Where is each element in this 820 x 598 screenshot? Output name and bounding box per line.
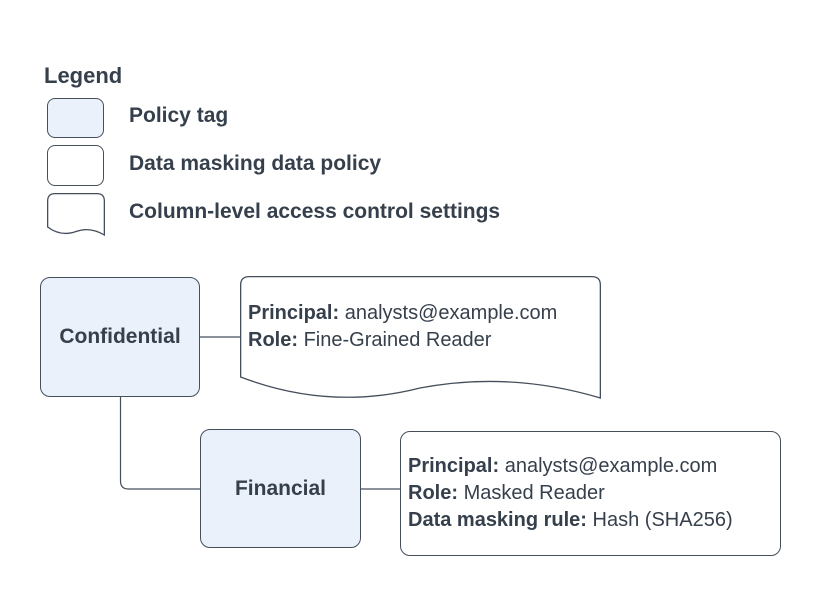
- masking-rule-line: Data masking rule:Hash (SHA256): [408, 509, 733, 531]
- node-label: Confidential: [59, 325, 181, 348]
- document-shape: [240, 276, 601, 399]
- node-policy-tag-confidential: Confidential: [40, 277, 200, 397]
- principal-line: Principal:analysts@example.com: [408, 455, 718, 477]
- connector-confidential-to-financial: [119, 397, 200, 490]
- principal-line: Principal:analysts@example.com: [248, 301, 558, 324]
- node-label: Financial: [234, 476, 327, 500]
- legend-title: Legend: [44, 63, 123, 88]
- legend-swatch-column-access-control: [47, 193, 105, 240]
- node-access-control-settings: Principal:analysts@example.com Role:Fine…: [240, 276, 601, 402]
- legend-swatch-data-masking-policy: [47, 145, 104, 186]
- role-line: Role:Masked Reader: [408, 482, 605, 504]
- document-shape-icon: [47, 193, 105, 237]
- node-policy-tag-financial: Financial: [200, 429, 361, 548]
- legend-label-data-masking-policy: Data masking data policy: [129, 152, 382, 175]
- node-data-masking-policy: Principal:analysts@example.com Role:Mask…: [400, 431, 781, 556]
- role-line: Role:Fine-Grained Reader: [248, 328, 492, 351]
- legend-label-column-access-control: Column-level access control settings: [129, 200, 501, 223]
- legend-label-policy-tag: Policy tag: [129, 104, 229, 127]
- legend-swatch-policy-tag: [47, 98, 104, 138]
- access-control-text: Principal:analysts@example.com Role:Fine…: [248, 276, 557, 377]
